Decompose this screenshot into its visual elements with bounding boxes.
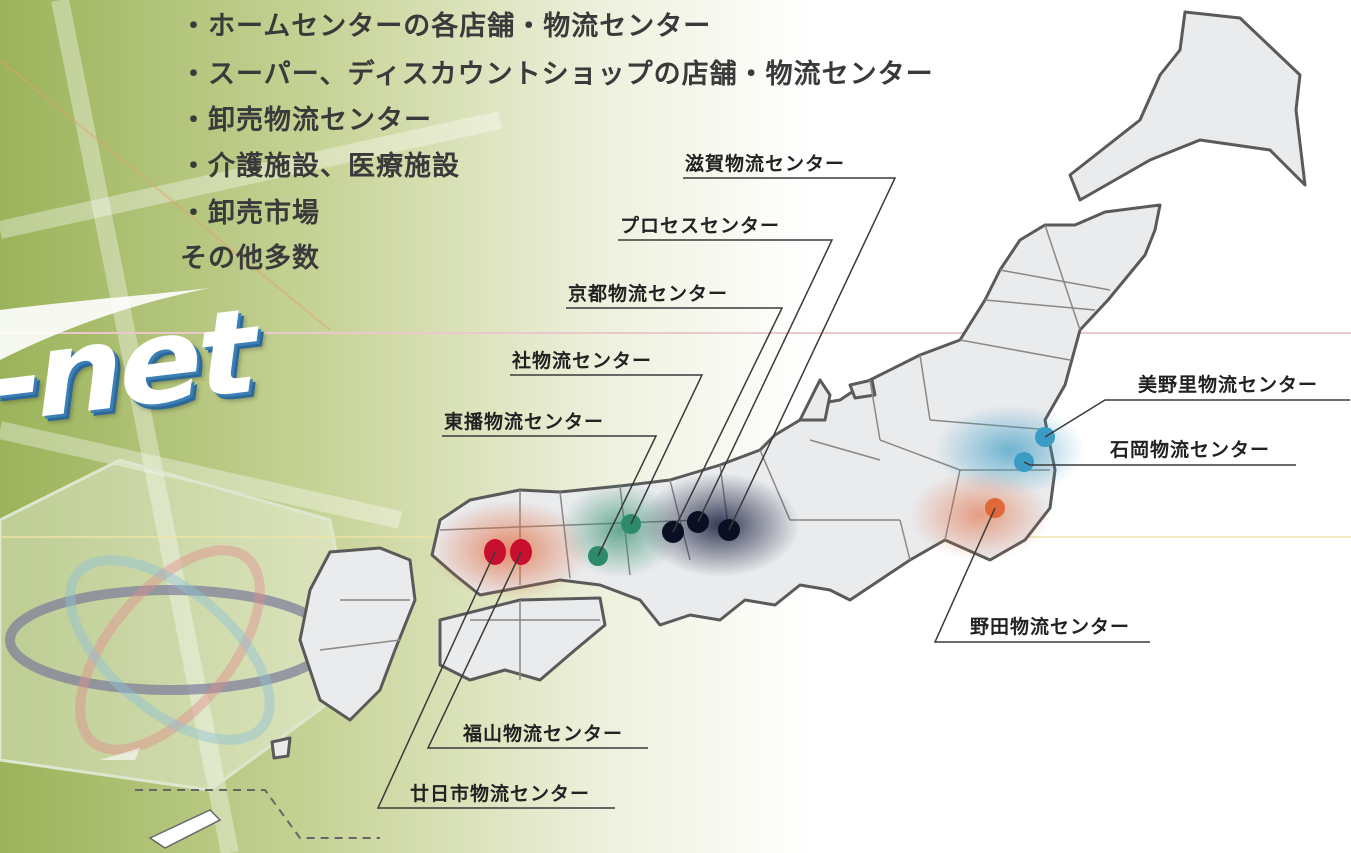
list-item: その他多数 — [180, 243, 320, 274]
label-yashiro: 社物流センター — [512, 350, 653, 372]
label-toban: 東播物流センター — [444, 411, 605, 433]
label-hatsukaichi: 廿日市物流センター — [410, 783, 591, 805]
center-marker-ishioka — [1014, 452, 1034, 472]
list-item: ・ホームセンターの各店舗・物流センター — [180, 11, 712, 42]
label-process: プロセスセンター — [620, 215, 781, 237]
leader-lines — [376, 177, 1350, 809]
list-item: ・介護施設、医療施設 — [180, 151, 460, 182]
region-glow-chugoku — [430, 500, 590, 600]
list-item: ・スーパー、ディスカウントショップの店舗・物流センター — [180, 59, 934, 90]
label-ishioka: 石岡物流センター — [1110, 439, 1271, 461]
label-minori: 美野里物流センター — [1138, 374, 1319, 396]
region-glow-chiba — [910, 470, 1050, 560]
label-noda: 野田物流センター — [970, 616, 1131, 638]
list-item: ・卸売物流センター — [180, 105, 432, 136]
label-fukuyama: 福山物流センター — [463, 723, 624, 745]
label-kyoto: 京都物流センター — [568, 283, 729, 305]
list-item: ・卸売市場 — [180, 198, 320, 229]
label-shiga: 滋賀物流センター — [685, 153, 846, 175]
